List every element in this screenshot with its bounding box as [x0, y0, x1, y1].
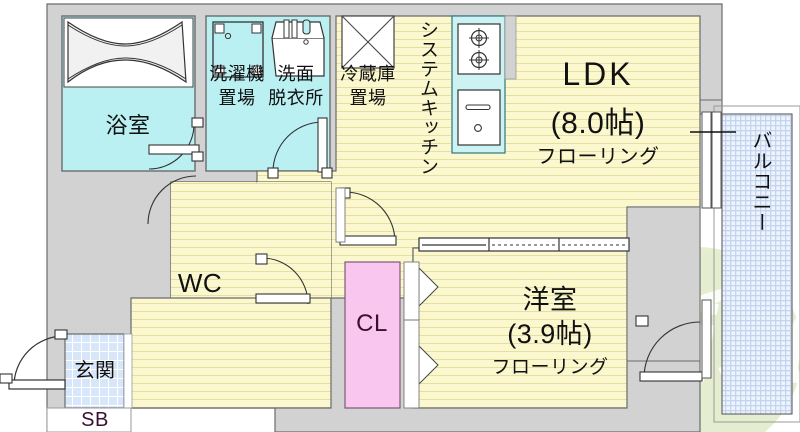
label-bedroom-floor: フローリング: [491, 357, 609, 378]
label-vanity-line2: 脱衣所: [268, 88, 324, 108]
room-vanity: [205, 15, 331, 172]
label-washer-line1: 洗濯機: [209, 64, 265, 84]
label-balcony: バルコニー: [749, 130, 771, 233]
wc-door[interactable]: [255, 253, 311, 305]
hallway: [130, 182, 332, 409]
ldk-door[interactable]: [335, 187, 397, 246]
entrance-door[interactable]: [0, 329, 68, 390]
label-entrance: 玄関: [74, 360, 116, 382]
vanity-door[interactable]: [267, 117, 333, 179]
label-ldk-name: LDK: [562, 56, 634, 92]
balcony: [713, 105, 800, 423]
label-bedroom-name: 洋室: [522, 285, 578, 315]
label-wc: WC: [177, 268, 223, 298]
label-bathroom: 浴室: [105, 113, 151, 138]
room-bath: [61, 15, 196, 172]
system-kitchen-unit: [451, 15, 517, 154]
label-fridge-line2: 置場: [349, 88, 387, 108]
bedroom-window[interactable]: [701, 299, 712, 379]
entry-step: [46, 407, 132, 432]
ldk-glass-door[interactable]: [690, 111, 736, 209]
closet-cl: [344, 261, 439, 409]
label-shoe-box: SB: [81, 409, 109, 431]
label-closet: CL: [356, 310, 388, 337]
label-bedroom-size: (3.9帖): [507, 319, 593, 349]
bath-door[interactable]: [147, 117, 204, 225]
sliding-partition[interactable]: [418, 237, 630, 252]
label-ldk-floor: フローリング: [536, 146, 660, 168]
label-vanity-line1: 洗面: [277, 64, 315, 84]
label-fridge-line1: 冷蔵庫: [340, 64, 396, 84]
refrigerator-space: [341, 15, 395, 69]
label-washer-line2: 置場: [218, 88, 256, 108]
label-ldk-size: (8.0帖): [550, 107, 646, 140]
label-system-kitchen: システムキッチン: [417, 20, 438, 176]
